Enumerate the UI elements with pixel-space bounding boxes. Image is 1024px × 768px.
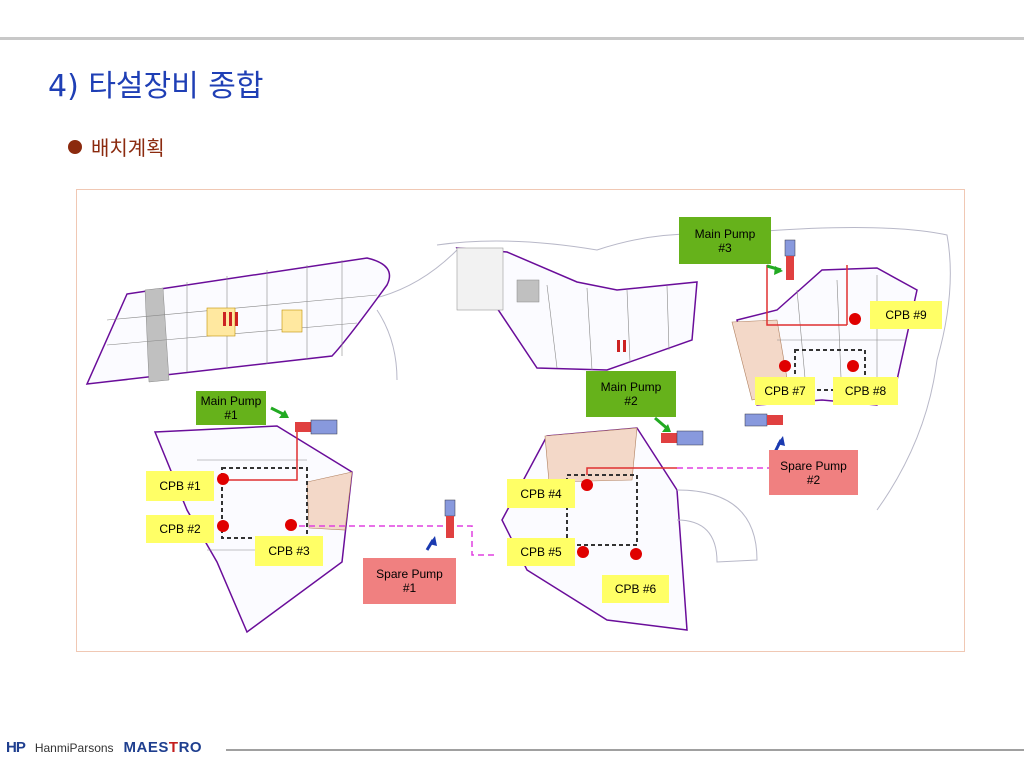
cpb-6-label: CPB #6 (602, 575, 669, 603)
cpb-1-marker (217, 473, 229, 485)
company-name: HanmiParsons (34, 740, 114, 755)
cpb-8-label: CPB #8 (833, 377, 898, 405)
spare-pump-2-label: Spare Pump #2 (769, 450, 858, 495)
upper-left-floor-plan (85, 257, 391, 385)
upper-middle-floor-plan (455, 247, 698, 371)
cpb-3-marker (285, 519, 297, 531)
slide-title: 4) 타설장비 종합 (48, 69, 264, 104)
pump-truck-icons (295, 239, 796, 538)
cpb-7-marker (779, 360, 791, 372)
footer-branding: HP HanmiParsons MAESTRO (6, 739, 202, 756)
cpb-6-marker (630, 548, 642, 560)
subtitle-text: 배치계획 (91, 136, 165, 160)
site-layout-figure: Main Pump #1 Main Pump #2 Main Pump #3 S… (76, 189, 965, 652)
cpb-markers (217, 313, 861, 560)
main-pump-1-label: Main Pump #1 (196, 391, 266, 425)
footer-divider (226, 749, 1024, 751)
main-pump-3-label: Main Pump #3 (679, 217, 771, 264)
cpb-8-marker (847, 360, 859, 372)
cpb-7-label: CPB #7 (755, 377, 815, 405)
cpb-9-label: CPB #9 (870, 301, 942, 329)
cpb-4-label: CPB #4 (507, 479, 575, 508)
cpb-1-label: CPB #1 (146, 471, 214, 501)
hp-logo: HP (6, 739, 26, 756)
pipe-lines (222, 265, 848, 556)
cpb-9-marker (849, 313, 861, 325)
top-divider (0, 37, 1024, 40)
pointer-arrows (270, 264, 785, 551)
cpb-4-marker (581, 479, 593, 491)
main-pump-2-label: Main Pump #2 (586, 371, 676, 417)
slide-subtitle: 배치계획 (68, 132, 165, 161)
maestro-logo: MAESTRO (123, 739, 203, 756)
cpb-2-marker (217, 520, 229, 532)
bullet-icon (68, 139, 82, 154)
spare-pump-1-label: Spare Pump #1 (363, 558, 456, 604)
cpb-2-label: CPB #2 (146, 515, 214, 543)
cpb-5-marker (577, 546, 589, 558)
cpb-3-label: CPB #3 (255, 536, 323, 566)
cpb-5-label: CPB #5 (507, 538, 575, 566)
